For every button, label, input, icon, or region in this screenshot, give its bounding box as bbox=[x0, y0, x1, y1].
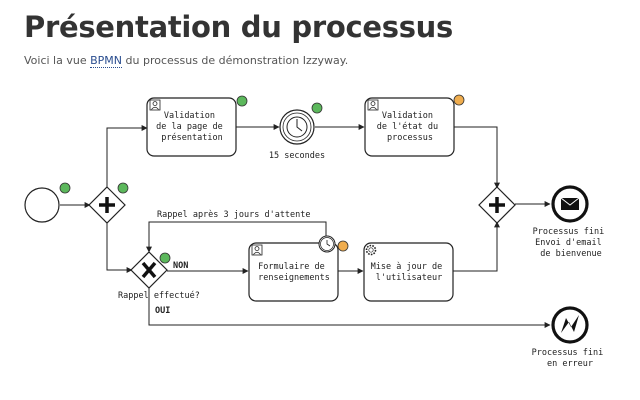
task-validation-etat[interactable]: Validation de l'état du processus bbox=[364, 97, 455, 157]
intro-text: Voici la vue BPMN du processus de démons… bbox=[24, 54, 349, 68]
task-label-line: renseignements bbox=[258, 273, 330, 283]
svg-text:Formulaire de renseignem: Formulaire de renseignements bbox=[258, 262, 330, 283]
task-label-line: de l'état du bbox=[377, 121, 438, 132]
status-dot-done bbox=[311, 102, 323, 114]
oui-label: OUI bbox=[155, 306, 170, 316]
page-title: Présentation du processus bbox=[24, 10, 453, 44]
task-mise-a-jour[interactable]: Mise à jour de l'utilisateur bbox=[363, 242, 454, 302]
flow-validation-state-to-join bbox=[454, 126, 500, 189]
x-icon bbox=[141, 261, 157, 279]
svg-text:Validation de la page de: Validation de la page de présentation bbox=[156, 111, 228, 143]
status-dot-done bbox=[117, 182, 129, 194]
boundary-timer-event[interactable] bbox=[318, 235, 336, 253]
task-label-line: Validation bbox=[164, 111, 215, 121]
task-label-line: de la page de bbox=[156, 122, 223, 132]
flow-update-to-join bbox=[453, 221, 500, 272]
flow-split-to-validation-page bbox=[106, 125, 148, 188]
parallel-join-gateway[interactable] bbox=[478, 186, 516, 224]
task-validation-presentation[interactable]: Validation de la page de présentation bbox=[146, 97, 237, 157]
bpmn-abbreviation[interactable]: BPMN bbox=[90, 54, 123, 68]
status-dot-done bbox=[159, 252, 171, 264]
end-event-message[interactable] bbox=[551, 185, 589, 223]
end-error-label-line: en erreur bbox=[547, 359, 593, 369]
end-event-error[interactable] bbox=[551, 306, 589, 344]
status-dot-done bbox=[59, 182, 71, 194]
end-error-label-line: Processus fini bbox=[532, 348, 604, 358]
intro-prefix: Voici la vue bbox=[24, 54, 91, 67]
task-formulaire[interactable]: Formulaire de renseignements bbox=[248, 242, 339, 302]
exclusive-gateway[interactable] bbox=[130, 251, 168, 289]
gateway-question-label: Rappel effectué? bbox=[118, 290, 200, 301]
svg-text:Mise à jour de l'utilisa: Mise à jour de l'utilisateur bbox=[371, 262, 448, 283]
lightning-icon bbox=[561, 315, 579, 333]
clock-icon bbox=[326, 240, 331, 247]
task-label-line: Validation bbox=[382, 111, 433, 121]
plus-icon bbox=[489, 197, 505, 213]
intro-suffix: du processus de démonstration Izzyway. bbox=[122, 54, 349, 67]
svg-text:Processus fini en erreur: Processus fini en erreur bbox=[532, 348, 609, 369]
flow-reminder-loop bbox=[146, 221, 327, 253]
gear-icon bbox=[365, 244, 377, 256]
non-label: NON bbox=[173, 261, 188, 271]
sequence-flows bbox=[60, 124, 551, 328]
task-label-line: Formulaire de bbox=[258, 262, 325, 272]
user-task-icon bbox=[367, 99, 379, 111]
flow-decision-to-error bbox=[148, 288, 551, 328]
user-task-icon bbox=[251, 244, 263, 256]
plus-icon bbox=[99, 197, 115, 213]
timer-label: 15 secondes bbox=[269, 151, 325, 161]
svg-text:Validation de l'état du: Validation de l'état du processus bbox=[377, 111, 444, 143]
reminder-label: Rappel après 3 jours d'attente bbox=[157, 209, 311, 220]
svg-text:Processus fini Envoi d'ema: Processus fini Envoi d'email de bienvenu… bbox=[533, 227, 610, 259]
timer-event[interactable] bbox=[279, 109, 315, 145]
user-task-icon bbox=[149, 99, 161, 111]
task-label-line: processus bbox=[387, 133, 433, 143]
status-dot-pending bbox=[453, 94, 465, 106]
clock-icon bbox=[286, 116, 308, 138]
task-label-line: l'utilisateur bbox=[376, 273, 443, 283]
status-dot-done bbox=[236, 95, 248, 107]
end-success-label-line: de bienvenue bbox=[540, 249, 601, 259]
status-dot-pending bbox=[337, 240, 349, 252]
task-label-line: Mise à jour de bbox=[371, 262, 443, 272]
task-label-line: présentation bbox=[161, 132, 222, 143]
end-success-label-line: Envoi d'email bbox=[535, 238, 602, 248]
flow-split-to-decision bbox=[106, 222, 133, 273]
envelope-icon bbox=[560, 197, 580, 210]
parallel-split-gateway[interactable] bbox=[88, 186, 126, 224]
end-success-label-line: Processus fini bbox=[533, 227, 605, 237]
start-event[interactable] bbox=[24, 187, 60, 223]
